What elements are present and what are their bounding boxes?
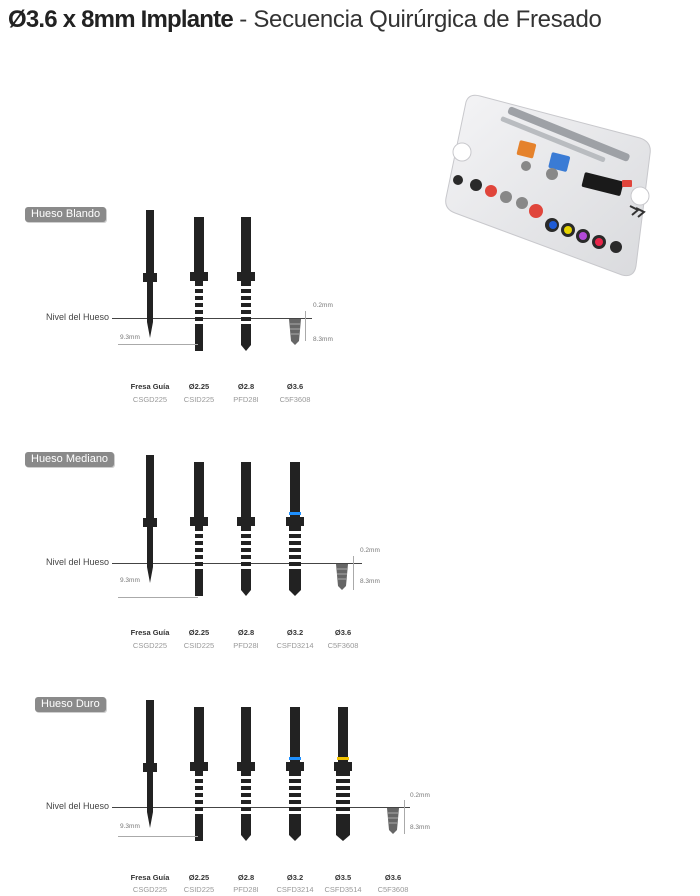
caption-code: CSFD3514 bbox=[324, 885, 362, 894]
caption-code: CSGD225 bbox=[132, 395, 168, 404]
caption-code: PFD28I bbox=[233, 885, 259, 894]
gap-dim-line bbox=[404, 800, 405, 834]
drill-2-25 bbox=[190, 217, 208, 351]
caption-code: CSGD225 bbox=[132, 641, 168, 650]
caption-code: CSGD225 bbox=[132, 885, 168, 894]
guide-depth-label: 9.3mm bbox=[120, 334, 140, 341]
bone-level-line bbox=[112, 563, 362, 564]
section-label: Hueso Blando bbox=[25, 207, 107, 222]
caption-code: C5F3608 bbox=[377, 885, 409, 894]
drill-2-8 bbox=[237, 707, 255, 841]
caption-code: CSID225 bbox=[183, 885, 215, 894]
drill-3-2 bbox=[286, 707, 304, 841]
title-rest: - Secuencia Quirúrgica de Fresado bbox=[232, 6, 602, 33]
caption-name: Ø3.6 bbox=[384, 873, 402, 882]
drill-2-8 bbox=[237, 217, 255, 351]
gap-dim-line bbox=[305, 311, 306, 341]
drill-2-25 bbox=[190, 707, 208, 841]
caption-name: Fresa Guía bbox=[130, 873, 170, 882]
drill-3-2 bbox=[286, 462, 304, 596]
guide-drill bbox=[143, 700, 157, 828]
caption-code: CSFD3214 bbox=[276, 641, 314, 650]
gap-label: 0.2mm bbox=[313, 302, 333, 309]
bone-level-label: Nivel del Hueso bbox=[46, 557, 110, 567]
guide-dim-line bbox=[118, 344, 198, 345]
caption-code: CSID225 bbox=[183, 395, 215, 404]
caption-name: Ø3.6 bbox=[334, 628, 352, 637]
page-title: Ø3.6 x 8mm Implante - Secuencia Quirúrgi… bbox=[8, 6, 602, 34]
caption-code: CSFD3214 bbox=[276, 885, 314, 894]
guide-dim-line bbox=[118, 836, 198, 837]
caption-code: C5F3608 bbox=[327, 641, 359, 650]
bone-level-line bbox=[112, 807, 410, 808]
drill-3-5 bbox=[334, 707, 352, 841]
caption-name: Ø2.8 bbox=[237, 628, 255, 637]
depth-label: 8.3mm bbox=[313, 336, 333, 343]
gap-label: 0.2mm bbox=[360, 547, 380, 554]
caption-name: Fresa Guía bbox=[130, 628, 170, 637]
caption-name: Ø3.2 bbox=[286, 873, 304, 882]
surgical-kit-image bbox=[445, 94, 651, 277]
gap-label: 0.2mm bbox=[410, 792, 430, 799]
drill-2-8 bbox=[237, 462, 255, 596]
caption-code: C5F3608 bbox=[279, 395, 311, 404]
implant-3-6 bbox=[387, 808, 399, 834]
guide-drill bbox=[143, 455, 157, 583]
bone-level-line bbox=[112, 318, 312, 319]
caption-name: Ø3.5 bbox=[334, 873, 352, 882]
section-label: Hueso Duro bbox=[35, 697, 106, 712]
caption-code: PFD28I bbox=[233, 395, 259, 404]
caption-code: CSID225 bbox=[183, 641, 215, 650]
guide-depth-label: 9.3mm bbox=[120, 823, 140, 830]
implant-3-6 bbox=[336, 564, 348, 590]
bone-level-label: Nivel del Hueso bbox=[46, 801, 110, 811]
depth-label: 8.3mm bbox=[360, 578, 380, 585]
caption-name: Ø3.6 bbox=[286, 382, 304, 391]
caption-name: Ø2.8 bbox=[237, 382, 255, 391]
guide-dim-line bbox=[118, 597, 198, 598]
section-hueso-mediano: Hueso Mediano Nivel del Hueso 9.3mm 0.2m… bbox=[0, 452, 700, 652]
caption-code: PFD28I bbox=[233, 641, 259, 650]
bone-level-label: Nivel del Hueso bbox=[46, 312, 110, 322]
drill-2-25 bbox=[190, 462, 208, 596]
gap-dim-line bbox=[353, 556, 354, 590]
section-hueso-duro: Hueso Duro Nivel del Hueso 9.3mm 0.2mm 8… bbox=[0, 697, 700, 896]
caption-name: Ø3.2 bbox=[286, 628, 304, 637]
caption-name: Ø2.8 bbox=[237, 873, 255, 882]
title-bold: Ø3.6 x 8mm Implante bbox=[8, 6, 234, 33]
caption-name: Ø2.25 bbox=[188, 628, 210, 637]
implant-3-6 bbox=[289, 319, 301, 345]
depth-label: 8.3mm bbox=[410, 824, 430, 831]
caption-name: Ø2.25 bbox=[188, 382, 210, 391]
caption-name: Ø2.25 bbox=[188, 873, 210, 882]
guide-depth-label: 9.3mm bbox=[120, 577, 140, 584]
caption-name: Fresa Guía bbox=[130, 382, 170, 391]
guide-drill bbox=[143, 210, 157, 338]
section-hueso-blando: Hueso Blando Nivel del Hueso 9.3mm 0.2mm… bbox=[0, 207, 700, 407]
section-label: Hueso Mediano bbox=[25, 452, 115, 467]
